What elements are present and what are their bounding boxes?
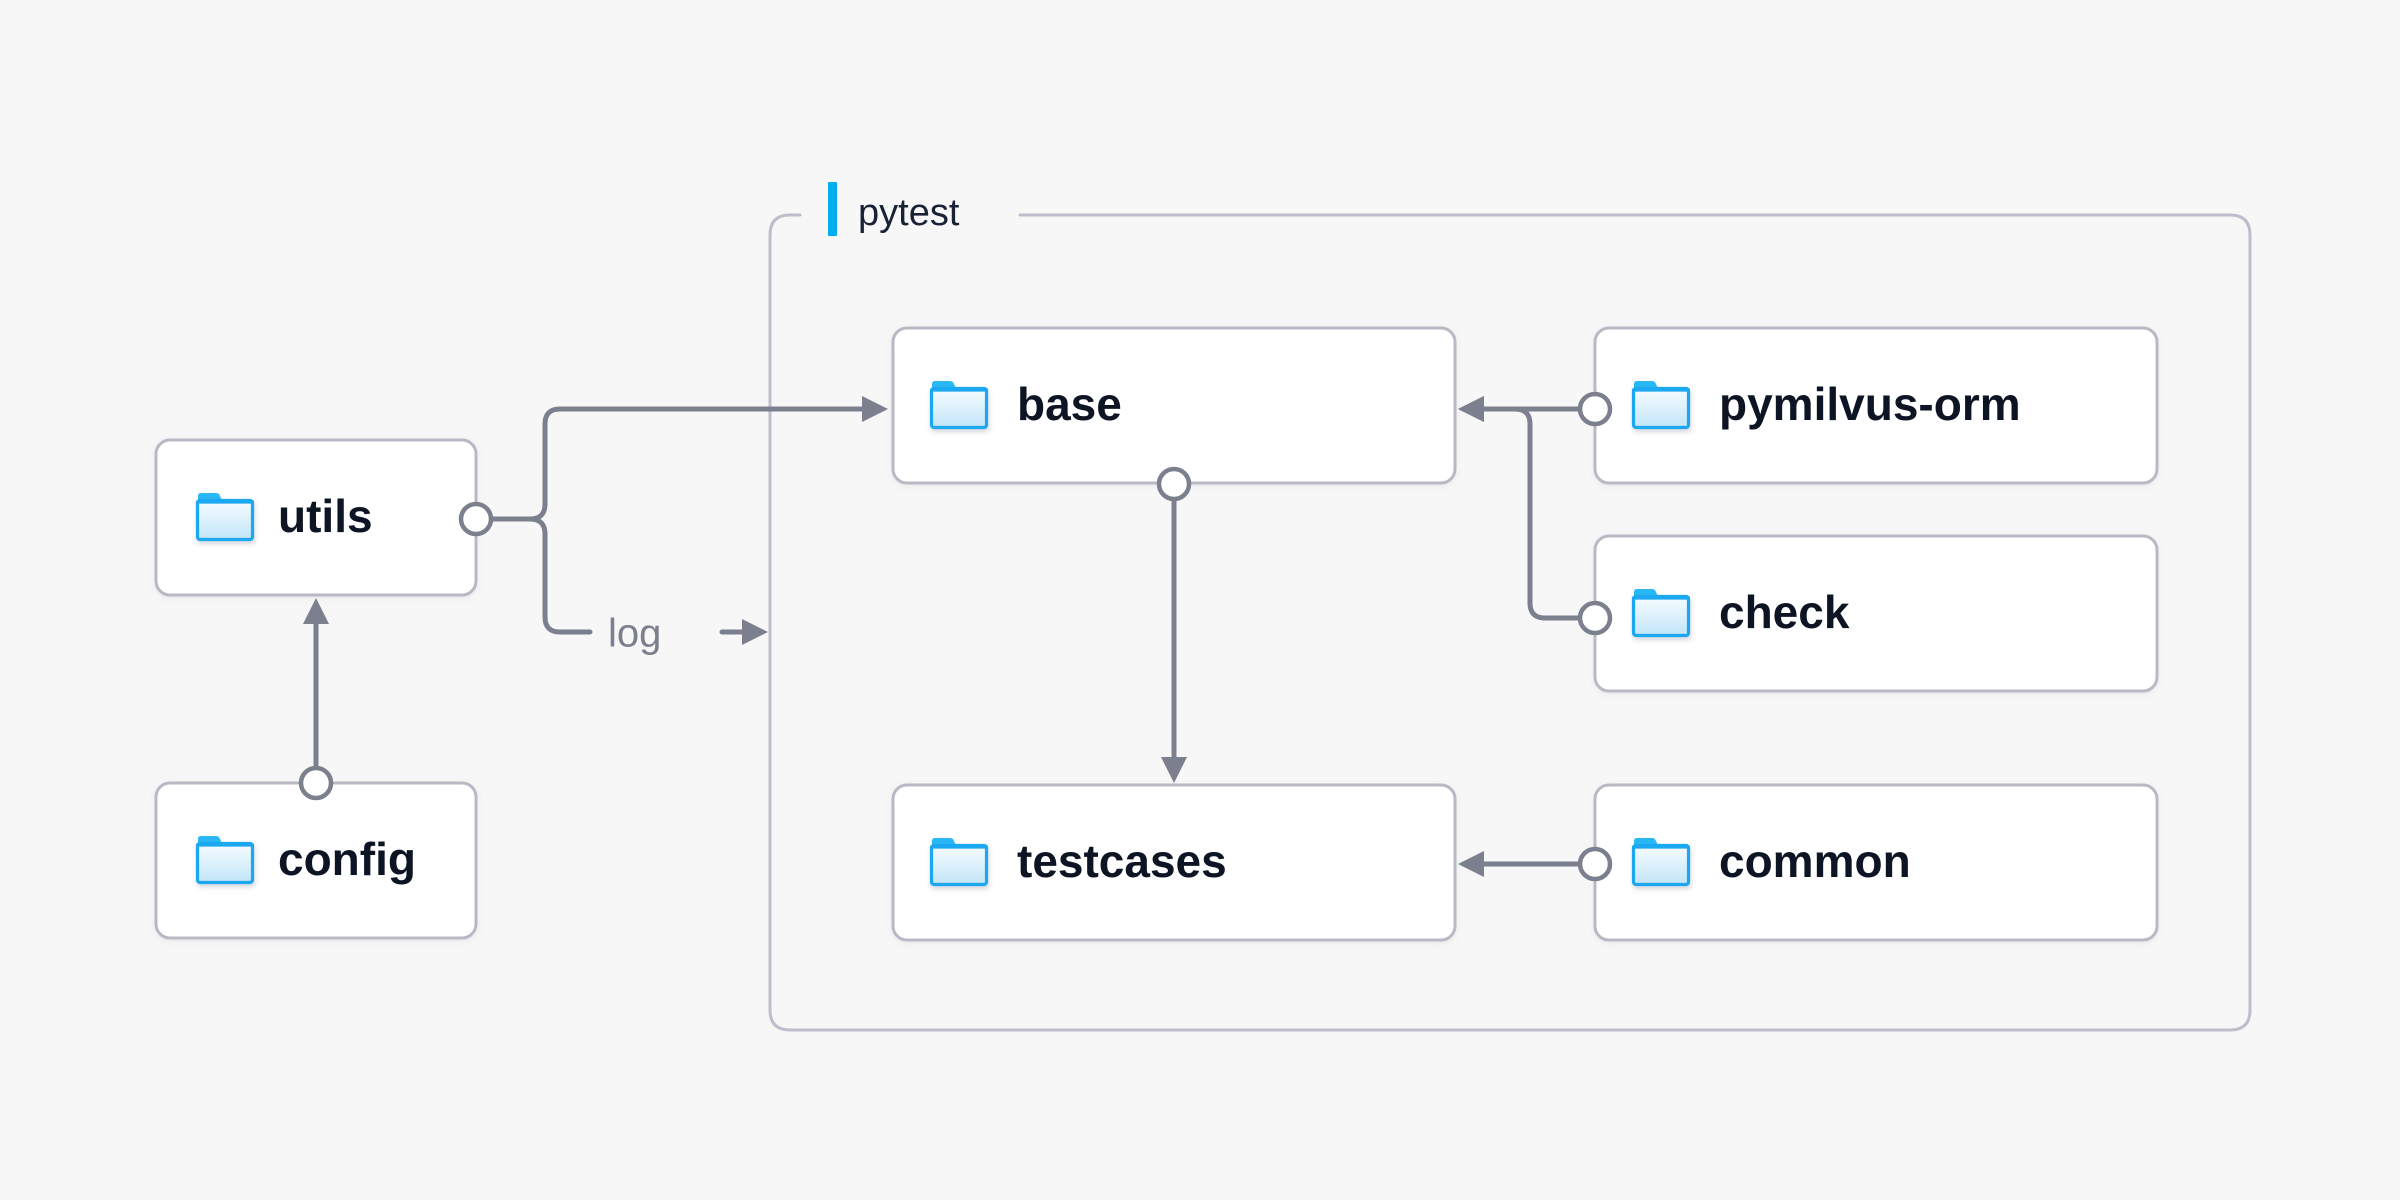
- edge-arrowhead: [1161, 757, 1187, 783]
- edge-arrowhead: [303, 598, 329, 624]
- edge-arrowhead: [1458, 396, 1484, 422]
- connector-check-out[interactable]: [1577, 600, 1613, 636]
- node-box[interactable]: [891, 783, 1457, 942]
- folder-icon: [929, 381, 989, 430]
- node-utils[interactable]: utils: [154, 438, 478, 597]
- folder-icon: [1631, 838, 1691, 887]
- node-base[interactable]: base: [891, 326, 1457, 485]
- connector-utils-out[interactable]: [458, 501, 494, 537]
- folder-body: [195, 841, 255, 885]
- node-label-base: base: [1017, 378, 1122, 430]
- connector-base-out[interactable]: [1156, 466, 1192, 502]
- node-label-utils: utils: [278, 490, 373, 542]
- folder-icon: [929, 838, 989, 887]
- folder-body: [1631, 843, 1691, 887]
- node-testcases[interactable]: testcases: [891, 783, 1457, 942]
- folder-icon: [195, 493, 255, 542]
- edge-common-to-testcases: [1458, 851, 1581, 877]
- pytest-group-border: [768, 213, 2252, 1032]
- connector-common-out[interactable]: [1577, 846, 1613, 882]
- edge-label-layer: log: [608, 612, 661, 656]
- node-label-check: check: [1719, 586, 1850, 638]
- node-check[interactable]: check: [1593, 534, 2159, 693]
- folder-icon: [195, 836, 255, 885]
- edge-config-to-utils: [303, 598, 329, 770]
- folder-body: [929, 386, 989, 430]
- node-pymilvus-orm[interactable]: pymilvus-orm: [1593, 326, 2159, 485]
- edge-path: [1477, 406, 1581, 621]
- node-config[interactable]: config: [154, 781, 478, 940]
- group-accent-bar: [828, 182, 837, 236]
- edge-utils-to-log: [487, 516, 768, 645]
- connector-layer: [298, 391, 1613, 882]
- connector-pymilvus-orm-out[interactable]: [1577, 391, 1613, 427]
- edge-label-utils-to-log: log: [608, 612, 661, 656]
- node-layer: utils config base testcases pymilvus-orm chec…: [154, 326, 2159, 942]
- edge-path: [487, 516, 593, 635]
- edge-check-to-base: [1458, 396, 1581, 621]
- folder-body: [929, 843, 989, 887]
- pytest-group-container: pytest: [768, 182, 2252, 1032]
- node-label-config: config: [278, 833, 416, 885]
- folder-body: [1631, 594, 1691, 638]
- edge-layer: [303, 396, 1581, 877]
- edge-base-to-testcases: [1161, 497, 1187, 783]
- pytest-group-label: pytest: [858, 192, 960, 234]
- edge-arrowhead: [1458, 851, 1484, 877]
- node-label-pymilvus-orm: pymilvus-orm: [1719, 378, 2021, 430]
- node-common[interactable]: common: [1593, 783, 2159, 942]
- folder-icon: [1631, 589, 1691, 638]
- folder-icon: [1631, 381, 1691, 430]
- folder-body: [1631, 386, 1691, 430]
- edge-arrowhead: [742, 619, 768, 645]
- node-label-common: common: [1719, 835, 1911, 887]
- folder-body: [195, 498, 255, 542]
- connector-config-out[interactable]: [298, 765, 334, 801]
- edge-arrowhead: [862, 396, 888, 422]
- node-label-testcases: testcases: [1017, 835, 1227, 887]
